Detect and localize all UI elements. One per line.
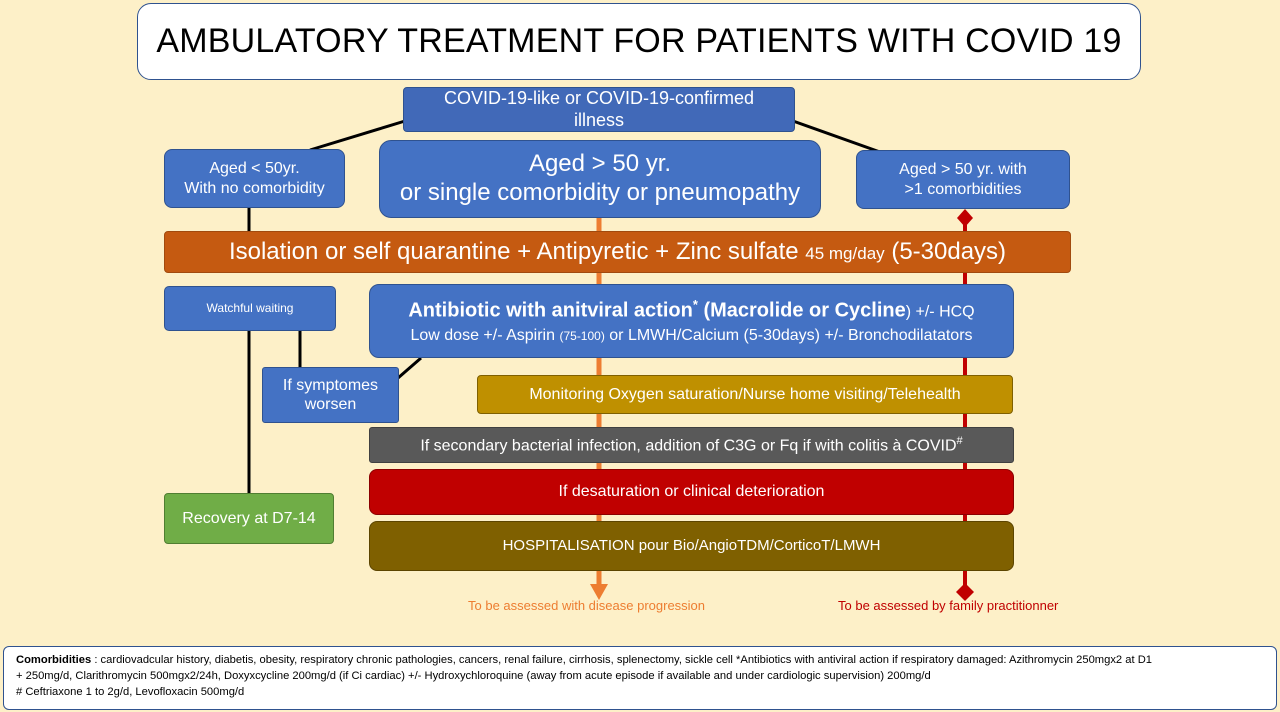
isolation-treatment-bar: Isolation or self quarantine + Antipyret…	[164, 231, 1071, 273]
desaturation-bar: If desaturation or clinical deterioratio…	[369, 469, 1014, 515]
disease-progression-note: To be assessed with disease progression	[468, 598, 706, 613]
isolation-duration-text: (5-30days)	[891, 237, 1007, 265]
footnote-line3: # Ceftriaxone 1 to 2g/d, Levofloxacin 50…	[16, 686, 245, 698]
desaturation-text: If desaturation or clinical deterioratio…	[558, 483, 825, 501]
lmwh-text: or LMWH/Calcium (5-30days) +/- Bronchodi…	[609, 327, 973, 345]
recovery-text: Recovery at D7-14	[182, 509, 316, 527]
antibiotic-line2: Low dose +/- Aspirin (75-100) or LMWH/Ca…	[410, 326, 972, 345]
footnote-line1-text: : cardiovadcular history, diabetis, obes…	[91, 654, 1153, 666]
recovery-box: Recovery at D7-14	[164, 493, 334, 544]
aged-over-50-multi-line1: Aged > 50 yr. with	[899, 161, 1027, 179]
aspirin-text: Low dose +/- Aspirin	[410, 327, 556, 345]
antibiotic-treatment-box: Antibiotic with anitviral action* (Macro…	[369, 284, 1014, 358]
family-practitioner-diamond-top	[957, 209, 973, 227]
antibiotic-line1: Antibiotic with anitviral action* (Macro…	[408, 297, 974, 323]
symptoms-line1: If symptomes	[282, 376, 379, 394]
connector-covid-to-multi	[792, 119, 881, 154]
symptoms-worsen-box: If symptomes worsen	[262, 367, 399, 423]
aged-over-50-line1: Aged > 50 yr.	[528, 150, 672, 178]
symptoms-line2: worsen	[304, 396, 357, 413]
disease-progression-arrowhead	[590, 584, 608, 600]
secondary-infection-bar: If secondary bacterial infection, additi…	[369, 427, 1014, 463]
covid-illness-box: COVID-19-like or COVID-19-confirmed illn…	[403, 87, 795, 132]
watchful-waiting-box: Watchful waiting	[164, 286, 336, 331]
page-title-text: AMBULATORY TREATMENT FOR PATIENTS WITH C…	[156, 22, 1122, 61]
family-practitioner-note: To be assessed by family practitionner	[838, 598, 1059, 613]
secondary-infection-mark: #	[956, 434, 963, 447]
antibiotic-paren-text: (Macrolide or Cycline	[703, 299, 906, 322]
aged-over-50-box: Aged > 50 yr. or single comorbidity or p…	[379, 140, 821, 218]
aged-over-50-line2: or single comorbidity or pneumopathy	[399, 179, 801, 206]
aspirin-dose-text: (75-100)	[559, 329, 605, 344]
monitoring-bar: Monitoring Oxygen saturation/Nurse home …	[477, 375, 1013, 414]
monitoring-text: Monitoring Oxygen saturation/Nurse home …	[529, 385, 961, 403]
secondary-infection-text: If secondary bacterial infection, additi…	[420, 437, 957, 455]
covid-illness-line1: COVID-19-like or COVID-19-confirmed	[443, 87, 755, 108]
antibiotic-star: *	[692, 296, 698, 312]
hospitalisation-text: HOSPITALISATION pour Bio/AngioTDM/Cortic…	[502, 537, 881, 554]
aged-over-50-multi-line2: >1 comorbidities	[904, 180, 1022, 198]
aged-under-50-line2: With no comorbidity	[184, 179, 325, 197]
footnote-line1: Comorbidities : cardiovadcular history, …	[16, 652, 1264, 668]
comorbidities-footnote: Comorbidities : cardiovadcular history, …	[3, 646, 1277, 710]
connector-symptoms-to-antibiotic	[397, 356, 422, 380]
isolation-main-text: Isolation or self quarantine + Antipyret…	[228, 237, 799, 265]
family-practitioner-diamond-bottom	[956, 583, 974, 601]
aged-under-50-line1: Aged < 50yr.	[209, 160, 300, 178]
footnote-line2: + 250mg/d, Clarithromycin 500mgx2/24h, D…	[16, 670, 931, 682]
antibiotic-bold-text: Antibiotic with anitviral action	[408, 299, 693, 322]
aged-under-50-box: Aged < 50yr. With no comorbidity	[164, 149, 345, 208]
page-title: AMBULATORY TREATMENT FOR PATIENTS WITH C…	[137, 3, 1141, 80]
antibiotic-hcq-text: ) +/- HCQ	[905, 303, 975, 321]
hospitalisation-bar: HOSPITALISATION pour Bio/AngioTDM/Cortic…	[369, 521, 1014, 571]
covid-illness-line2: illness	[573, 109, 625, 130]
footnote-label: Comorbidities	[16, 654, 92, 666]
connector-covid-to-young	[309, 119, 406, 152]
watchful-waiting-text: Watchful waiting	[206, 301, 294, 316]
isolation-dose-text: 45 mg/day	[805, 243, 885, 263]
aged-over-50-multi-comorbidity-box: Aged > 50 yr. with >1 comorbidities	[856, 150, 1070, 209]
